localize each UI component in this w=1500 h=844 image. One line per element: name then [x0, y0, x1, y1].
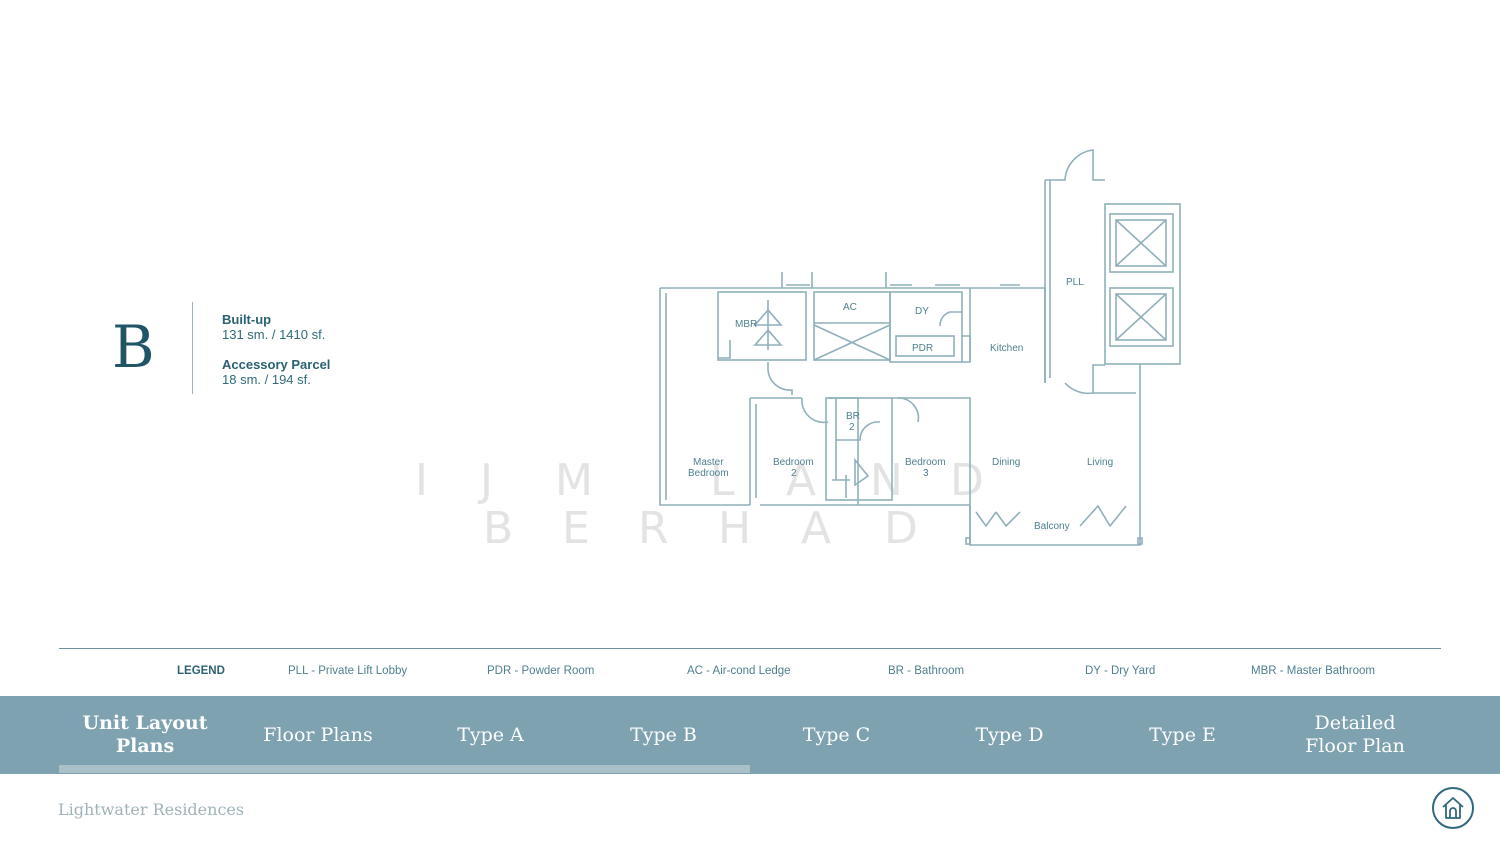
- bottom-nav-bar: Unit Layout Plans Floor Plans Type A Typ…: [0, 696, 1500, 774]
- nav-type-b[interactable]: Type B: [630, 723, 697, 746]
- watermark-letter: A: [801, 503, 832, 554]
- room-label-pdr: PDR: [912, 343, 933, 354]
- room-label-dining: Dining: [992, 457, 1020, 468]
- legend-item: PLL - Private Lift Lobby: [288, 665, 408, 677]
- legend-divider: [59, 648, 1441, 649]
- nav-type-c[interactable]: Type C: [802, 723, 871, 746]
- nav-type-d[interactable]: Type D: [975, 723, 1044, 746]
- nav-floor-plans[interactable]: Floor Plans: [263, 723, 373, 746]
- room-label-kitchen: Kitchen: [990, 343, 1023, 354]
- room-label-ac: AC: [843, 302, 857, 313]
- nav-progress-indicator: [59, 765, 750, 773]
- room-label-mbr: MBR: [735, 319, 757, 330]
- watermark-letter: D: [884, 503, 918, 554]
- room-label-bedroom3: Bedroom: [905, 457, 946, 468]
- builtup-value: 131 sm. / 1410 sf.: [222, 327, 326, 342]
- nav-type-a[interactable]: Type A: [457, 723, 524, 746]
- legend-title: LEGEND: [177, 665, 225, 677]
- watermark-letter: B: [483, 503, 514, 554]
- nav-detailed-line2: Floor Plan: [1305, 735, 1405, 757]
- accessory-value: 18 sm. / 194 sf.: [222, 372, 311, 387]
- watermark-letter: M: [555, 455, 593, 506]
- room-label-dy: DY: [915, 306, 929, 317]
- nav-detailed-floor-plan[interactable]: Detailed Floor Plan: [1269, 696, 1441, 774]
- room-label-bedroom2: Bedroom: [773, 457, 814, 468]
- watermark-letter: D: [950, 455, 984, 506]
- legend-item: MBR - Master Bathroom: [1251, 665, 1375, 677]
- home-button[interactable]: [1432, 787, 1474, 829]
- watermark-letter: E: [562, 503, 590, 554]
- room-label-master-bedroom: Bedroom: [688, 468, 729, 479]
- room-label-bedroom2-number: 2: [791, 468, 797, 479]
- watermark-letter: N: [870, 455, 903, 506]
- watermark-letter: H: [718, 503, 752, 554]
- nav-unit-layout-plans[interactable]: Unit Layout Plans: [82, 712, 208, 757]
- room-label-pll: PLL: [1066, 277, 1084, 288]
- legend-item: BR - Bathroom: [888, 665, 965, 677]
- unit-type-letter: B: [112, 313, 155, 381]
- watermark-letter: A: [786, 455, 817, 506]
- outer-wall: [659, 288, 1141, 546]
- room-label-balcony: Balcony: [1034, 521, 1070, 532]
- watermark-letter: I: [415, 455, 428, 506]
- floor-plan-drawing: MBR AC DY PDR Kitchen PLL BR 2 Master Be…: [659, 149, 1181, 546]
- nav-type-e[interactable]: Type E: [1149, 723, 1216, 746]
- accessory-label: Accessory Parcel: [222, 357, 331, 372]
- unit-area-info: Built-up 131 sm. / 1410 sf. Accessory Pa…: [222, 312, 330, 387]
- legend-item: DY - Dry Yard: [1085, 665, 1156, 677]
- room-label-bedroom3-number: 3: [923, 468, 929, 479]
- room-label-master: Master: [693, 457, 724, 468]
- footer-brand: Lightwater Residences: [58, 800, 245, 819]
- watermark-letter: R: [638, 503, 669, 554]
- legend-item: PDR - Powder Room: [487, 665, 595, 677]
- watermark-letter: J: [480, 455, 493, 506]
- watermark-letter: L: [710, 455, 735, 506]
- builtup-label: Built-up: [222, 312, 272, 327]
- info-divider: [192, 302, 193, 394]
- room-label-br-number: 2: [849, 422, 855, 433]
- nav-detailed-line1: Detailed: [1314, 712, 1396, 734]
- room-label-living: Living: [1087, 457, 1113, 468]
- legend-item: AC - Air-cond Ledge: [687, 665, 791, 677]
- home-icon: [1442, 797, 1464, 819]
- room-label-br: BR: [846, 411, 860, 422]
